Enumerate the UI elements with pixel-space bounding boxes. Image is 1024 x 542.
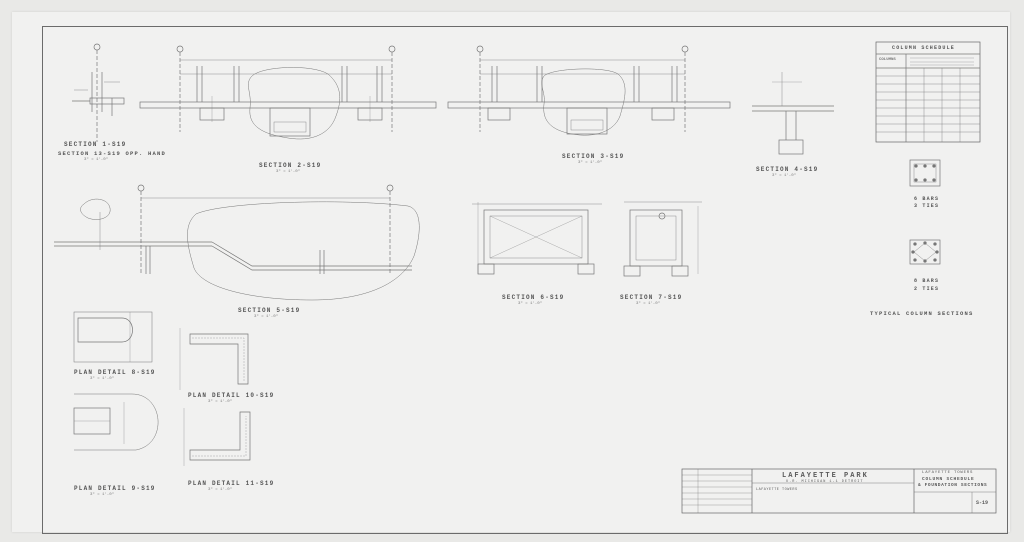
column-section-6-bars	[909, 159, 941, 187]
section-5-scale: 3" = 1'-0"	[254, 315, 279, 319]
section-6-scale: 3" = 1'-0"	[518, 302, 543, 306]
drawing-border	[42, 26, 1008, 534]
plan-detail-11-scale: 3" = 1'-0"	[208, 488, 233, 492]
section-1-title: SECTION 1-S19	[64, 141, 127, 148]
column-b-bars: 8 BARS	[914, 278, 940, 284]
column-schedule-header: COLUMNS	[879, 58, 896, 62]
column-a-bars: 6 BARS	[914, 196, 940, 202]
plan-detail-9-scale: 3" = 1'-0"	[90, 493, 115, 497]
section-3-drawing	[447, 45, 731, 136]
section-13-title: SECTION 13-S19 OPP. HAND	[58, 150, 167, 157]
section-2-scale: 3" = 1'-0"	[276, 170, 301, 174]
project-title: LAFAYETTE PARK	[782, 472, 869, 480]
typical-column-sections-caption: TYPICAL COLUMN SECTIONS	[870, 310, 974, 317]
sheet-number: S-19	[976, 500, 989, 506]
drawing-title-line-2: COLUMN SCHEDULE	[922, 477, 975, 482]
section-5-drawing	[54, 184, 420, 301]
plan-detail-11-drawing	[183, 408, 251, 466]
section-6-drawing	[472, 202, 602, 275]
section-7-title: SECTION 7-S19	[620, 294, 683, 301]
plan-detail-10-title: PLAN DETAIL 10-S19	[188, 392, 275, 399]
plan-detail-8-drawing	[73, 311, 153, 363]
plan-detail-8-scale: 3" = 1'-0"	[90, 377, 115, 381]
section-1-scale: 3" = 1'-0"	[84, 158, 109, 162]
plan-detail-9-title: PLAN DETAIL 9-S19	[74, 485, 156, 492]
plan-detail-10-scale: 3" = 1'-0"	[208, 400, 233, 404]
plan-detail-10-drawing	[179, 328, 249, 390]
plan-detail-8-title: PLAN DETAIL 8-S19	[74, 369, 156, 376]
section-7-drawing	[623, 201, 702, 277]
drawing-sheet: SECTION 1-S19 SECTION 13-S19 OPP. HAND 3…	[12, 12, 1010, 534]
section-2-title: SECTION 2-S19	[259, 162, 322, 169]
title-block-frame	[681, 468, 997, 514]
section-4-scale: 3" = 1'-0"	[772, 174, 797, 178]
plan-detail-11-title: PLAN DETAIL 11-S19	[188, 480, 275, 487]
column-schedule-title: COLUMN SCHEDULE	[892, 45, 956, 51]
plan-detail-9-drawing	[73, 393, 159, 451]
column-schedule-table	[875, 41, 981, 143]
section-3-scale: 3" = 1'-0"	[578, 161, 603, 165]
section-1-drawing	[72, 43, 125, 142]
section-7-scale: 3" = 1'-0"	[636, 302, 661, 306]
drawing-title-line-3: & FOUNDATION SECTIONS	[918, 483, 988, 488]
section-2-drawing	[139, 45, 437, 140]
drawing-title-line-1: LAFAYETTE TOWERS	[922, 471, 974, 475]
towers-small-label: LAFAYETTE TOWERS	[756, 488, 798, 492]
drawing-linework	[54, 41, 997, 514]
section-4-drawing	[752, 72, 834, 155]
section-3-title: SECTION 3-S19	[562, 153, 625, 160]
section-4-title: SECTION 4-S19	[756, 166, 819, 173]
column-b-ties: 2 TIES	[914, 286, 940, 292]
column-section-8-bars	[909, 239, 941, 265]
section-6-title: SECTION 6-S19	[502, 294, 565, 301]
project-subtitle: U.R. MICHIGAN 1-1 DETROIT	[786, 480, 864, 484]
column-a-ties: 3 TIES	[914, 203, 940, 209]
section-5-title: SECTION 5-S19	[238, 307, 301, 314]
